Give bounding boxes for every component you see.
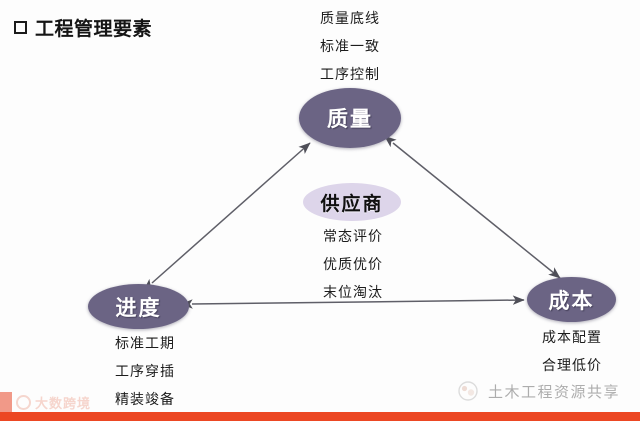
watermark-left: 大数跨境 [0,392,91,412]
caption-supplier: 常态评价 优质优价 末位淘汰 [293,226,413,302]
watermark-right-text: 土木工程资源共享 [488,383,621,401]
connector-schedule-quality [143,142,311,291]
connector-quality-cost [384,135,561,279]
footer-bar [0,412,640,421]
watermark-right: 土木工程资源共享 [455,380,620,402]
node-cost[interactable]: 成本 [527,277,616,322]
caption-line: 常态评价 [323,228,383,244]
watermark-swatch-icon [0,392,12,412]
caption-line: 质量底线 [320,10,380,26]
node-supplier[interactable]: 供应商 [303,183,401,221]
caption-line: 优质优价 [323,256,383,272]
node-cost-label: 成本 [548,289,595,313]
caption-line: 精装竣备 [115,391,175,407]
watermark-left-text: 大数跨境 [35,395,92,411]
square-bullet-icon [14,21,27,34]
node-schedule[interactable]: 进度 [88,284,189,329]
caption-line: 成本配置 [542,329,602,345]
caption-line: 合理低价 [542,357,602,373]
node-quality-label: 质量 [327,108,373,131]
page-title-text: 工程管理要素 [35,19,153,40]
circle-logo-icon [458,381,478,401]
ring-icon [16,394,31,410]
caption-line: 标准一致 [320,38,380,54]
caption-cost: 成本配置 合理低价 [517,327,627,375]
node-supplier-label: 供应商 [320,193,384,215]
caption-schedule: 标准工期 工序穿插 精装竣备 [82,333,208,409]
page-title: 工程管理要素 [14,14,152,41]
node-schedule-label: 进度 [115,296,162,320]
connector-schedule-cost [180,295,525,309]
caption-line: 标准工期 [115,335,175,351]
caption-line: 工序穿插 [115,363,175,379]
node-quality[interactable]: 质量 [299,88,401,148]
caption-line: 工序控制 [320,66,380,82]
caption-line: 末位淘汰 [323,284,383,300]
caption-quality: 质量底线 标准一致 工序控制 [287,8,413,84]
